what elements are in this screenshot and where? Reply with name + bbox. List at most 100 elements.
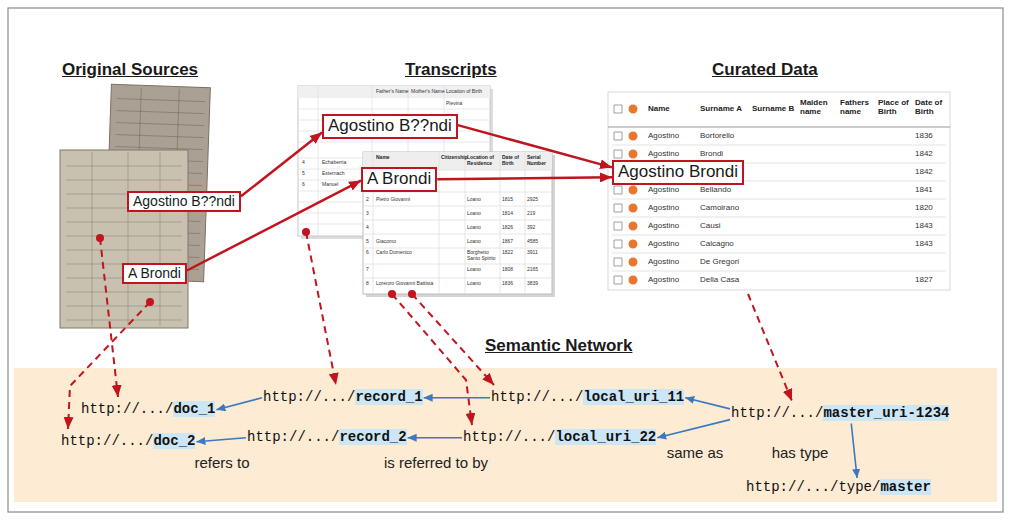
table-rule: [608, 127, 950, 128]
uri-prefix: http://.../: [81, 401, 173, 417]
table-cell: Pietro Giovanni: [376, 197, 438, 203]
table-cell: Manuel: [322, 182, 338, 188]
table-header: Name: [376, 155, 436, 161]
table-header: Surname A: [700, 104, 742, 113]
table-grid: [363, 152, 552, 294]
connector: [216, 398, 262, 410]
table-cell: Echaberria: [322, 160, 346, 166]
uri-prefix: http://.../: [731, 405, 823, 421]
uri-prefix: http://.../: [247, 429, 339, 445]
edge-label: is referred to by: [382, 454, 490, 471]
table-cell: 1841: [915, 185, 933, 194]
name-box: A Brondi: [122, 263, 187, 284]
table-cell: Agostino: [648, 131, 679, 140]
table-header: Fathers name: [840, 99, 872, 117]
table-cell: Brondi: [700, 149, 723, 158]
section-heading: Transcripts: [405, 60, 497, 80]
name-box: Agostino B??ndi: [127, 191, 241, 212]
uri-node: http://.../master_uri-1234: [730, 404, 950, 424]
table-cell: 3839: [527, 281, 551, 287]
table-cell: 1836: [915, 131, 933, 140]
anchor-dot: [146, 298, 154, 306]
anchor-dot: [388, 290, 396, 298]
table-cell: Agostino: [648, 257, 679, 266]
table-cell: 6: [366, 250, 369, 256]
connector: [685, 398, 730, 409]
table-grid: [612, 145, 946, 271]
connector: [424, 397, 490, 399]
connector: [657, 420, 730, 438]
table-cell: Agostino: [648, 149, 679, 158]
table-cell: Causi: [700, 221, 720, 230]
name-text: A Brondi: [367, 169, 431, 188]
table-cell: Loano: [467, 267, 500, 273]
name-text: Agostino Brondi: [618, 162, 738, 181]
table-cell: 6: [302, 182, 305, 188]
table-cell: Giacomo: [376, 239, 438, 245]
uri-node: http://.../record_2: [246, 428, 408, 448]
table-cell: Borghetto Santo Spirito: [467, 250, 500, 261]
table-header: Name: [648, 104, 670, 113]
table-cell: 7: [366, 267, 369, 273]
network-band: [14, 368, 997, 502]
table-cell: Pievina: [446, 101, 462, 107]
table-cell: 1843: [915, 239, 933, 248]
connector: [437, 177, 612, 179]
dashed-arrow: [392, 294, 472, 425]
name-text: A Brondi: [128, 265, 181, 281]
connector: [241, 133, 322, 197]
table-cell: Agostino: [648, 239, 679, 248]
table-cell: 4: [366, 225, 369, 231]
connector: [851, 424, 857, 479]
table-cell: 2165: [527, 267, 551, 273]
dashed-arrow: [748, 294, 792, 401]
table-cell: 1836: [502, 281, 525, 287]
section-heading: Semantic Network: [485, 336, 632, 356]
table-cell: 1842: [915, 167, 933, 176]
table-header: Citizenship: [441, 155, 465, 161]
table-cell: 3: [366, 211, 369, 217]
table-cell: Carlo Domenico: [376, 250, 438, 256]
table-cell: Father's Name: [376, 89, 409, 95]
table-header: [298, 86, 490, 98]
table-cell: Location of Birth: [446, 89, 482, 95]
table-cell: Loano: [467, 225, 500, 231]
table-cell: 4: [302, 160, 305, 166]
table-cell: 1826: [502, 225, 525, 231]
edge-label: has type: [770, 444, 831, 461]
uri-prefix: http://.../: [263, 389, 355, 405]
anchor-dot: [96, 234, 104, 242]
dashed-arrow: [100, 238, 118, 397]
table-cell: 392: [527, 225, 551, 231]
dashed-arrow: [306, 232, 336, 385]
table-cell: Lorenzo Giovanni Battista: [376, 281, 438, 287]
table-cell: Calcagno: [700, 239, 734, 248]
uri-node: http://.../doc_2: [60, 432, 196, 452]
table-header: Serial Number: [527, 155, 551, 166]
table-cell: 3911: [527, 250, 551, 256]
frame: [8, 8, 1003, 512]
table-cell: Camoirano: [700, 203, 739, 212]
table-cell: Bortorello: [700, 131, 734, 140]
table-cell: Esternach: [322, 171, 345, 177]
photo-ruling: [66, 152, 182, 326]
dashed-arrow: [412, 294, 494, 385]
section-heading: Curated Data: [712, 60, 818, 80]
table-cell: 219: [527, 211, 551, 217]
table-cell: 1827: [915, 275, 933, 284]
uri-id: master: [880, 479, 930, 495]
table-cell: 2: [366, 197, 369, 203]
transcript-table: [363, 152, 552, 294]
uri-node: http://.../type/master: [745, 478, 932, 498]
table-cell: 5: [302, 171, 305, 177]
anchor-dots: [96, 228, 416, 306]
name-box: Agostino Brondi: [612, 160, 744, 185]
uri-id: record_2: [339, 429, 406, 445]
table-cell: 1843: [915, 221, 933, 230]
name-text: Agostino B??ndi: [328, 116, 452, 135]
table-cell: 1808: [502, 267, 525, 273]
connector: [408, 437, 462, 439]
anchor-dot: [302, 228, 310, 236]
uri-prefix: http://.../: [463, 429, 555, 445]
